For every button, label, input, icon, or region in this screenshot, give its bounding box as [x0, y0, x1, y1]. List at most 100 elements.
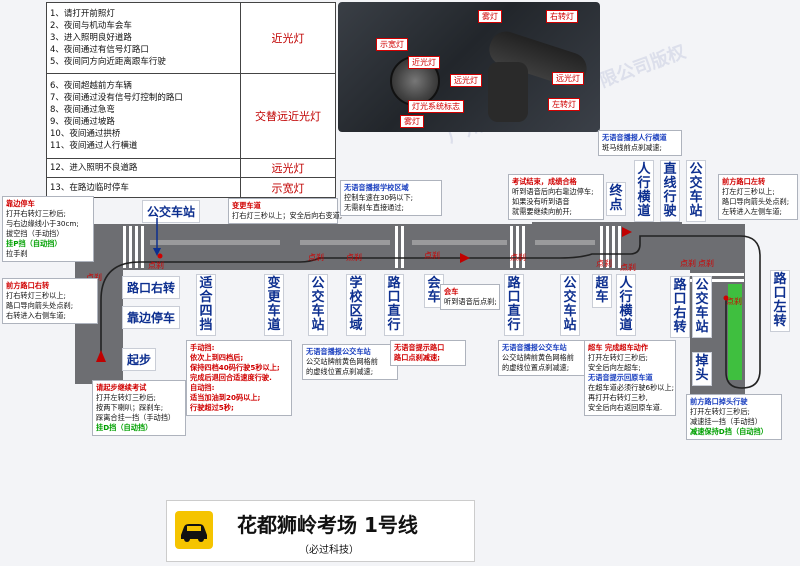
page-title: 花都狮岭考场 1号线	[237, 509, 418, 538]
note-line: 打左灯三秒以上;	[722, 187, 794, 197]
label-start: 起步	[122, 348, 156, 371]
label-bus-stop-2: 公交车站	[308, 274, 328, 336]
note-title: 请起步继续考试	[96, 383, 182, 393]
note-title: 前方路口右转	[6, 281, 94, 291]
note-meet: 会车 听到语音后点刹;	[440, 284, 500, 310]
brake-point: 点刹	[620, 262, 636, 273]
note-left-turn: 前方路口左转 打左灯三秒以上; 路口导向箭头处点刹; 左转进入左侧车道;	[718, 174, 798, 220]
brake-point: 点刹	[424, 250, 440, 261]
label-end: 终点	[606, 182, 626, 216]
note-line: 路口点刹减速;	[394, 353, 462, 363]
note-line: 听到语音后向右靠边停车;	[512, 187, 600, 197]
label-right-turn-1: 路口右转	[122, 276, 180, 299]
page-subtitle: （必过科技）	[299, 541, 359, 556]
note-crosswalk: 无语音播报人行横道 斑马线前点刹减速;	[598, 130, 682, 156]
note-line: 无需刹车直接通过;	[344, 203, 438, 213]
note-line: 完成后退回合适速度行驶.	[190, 373, 288, 383]
note-title: 前方路口左转	[722, 177, 794, 187]
note-line: 公交站牌前黄色网格前	[502, 353, 588, 363]
brake-point: 点刹	[308, 252, 324, 263]
label-overtake: 超车	[592, 274, 612, 308]
note-line: 依次上到四档后;	[190, 353, 288, 363]
brake-point: 点刹	[680, 258, 696, 269]
note-line: 公交站牌前黄色网格前	[306, 357, 394, 367]
note-line: 安全后向右返回原车道.	[588, 403, 672, 413]
label-straight-drive: 直线行驶	[660, 160, 680, 222]
note-line: 自动挡:	[190, 383, 288, 393]
note-line: 路口导向箭头处点刹;	[6, 301, 94, 311]
note-school: 无语音播报学校区域 控制车速在30码以下; 无需刹车直接通过;	[340, 180, 442, 216]
note-line: 打开右转灯三秒后;	[6, 209, 90, 219]
car-icon	[175, 511, 213, 549]
note-line: 斑马线前点刹减速;	[602, 143, 678, 153]
label-crosswalk-2: 人行横道	[634, 160, 654, 222]
note-bus-a: 无语音播报公交车站 公交站牌前黄色网格前 的虚线位置点刹减速;	[302, 344, 398, 380]
note-line: 打开左转灯三秒后;	[690, 407, 778, 417]
note-overtake: 超车 完成超车动作 打开左转灯三秒后; 安全后向左超车; 无语音提示回原车道 在…	[584, 340, 676, 416]
note-line: 就需要继续向前开;	[512, 207, 600, 217]
note-line: 行驶超过5秒;	[190, 403, 288, 413]
brake-point: 点刹	[148, 260, 164, 271]
label-lane-change: 变更车道	[264, 274, 284, 336]
note-line: 安全后向左超车;	[588, 363, 672, 373]
note-line: 适当加油到20码以上;	[190, 393, 288, 403]
note-line: 如果没有听到语音	[512, 197, 600, 207]
note-line: 挂D挡（自动挡）	[96, 423, 182, 433]
label-school-zone: 学校区域	[346, 274, 366, 336]
note-title: 无语音提示路口	[394, 343, 462, 353]
pointer-line-icon	[152, 218, 162, 256]
label-bus-stop-3: 公交车站	[560, 274, 580, 336]
note-line: 打右灯三秒以上；安全后向右变道;	[232, 211, 334, 221]
note-line: 听到语音后点刹;	[444, 297, 496, 307]
brake-point: 点刹	[596, 258, 612, 269]
note-lane-change: 变更车道 打右灯三秒以上；安全后向右变道;	[228, 198, 338, 224]
note-line: 减速挂一挡（手动挡）	[690, 417, 778, 427]
brake-point: 点刹	[726, 296, 742, 307]
note-line: 无语音提示回原车道	[588, 373, 672, 383]
note-start: 请起步继续考试 打开左转灯三秒后; 按两下喇叭；踩刹车; 踩离合挂一挡（手动挡）…	[92, 380, 186, 436]
note-line: 路口导向箭头处点刹;	[722, 197, 794, 207]
note-line: 拔空挡（手动挡）	[6, 229, 90, 239]
note-line: 拉手刹	[6, 249, 90, 259]
label-bus-stop-4: 公交车站	[686, 160, 706, 222]
note-title: 无语音播报人行横道	[602, 133, 678, 143]
note-line: 左转进入左侧车道;	[722, 207, 794, 217]
note-title: 考试结束，成绩合格	[512, 177, 600, 187]
label-bus-stop-1: 公交车站	[142, 200, 200, 223]
label-bus-stop-5: 公交车站	[692, 276, 712, 338]
label-gear-four: 适合四挡	[196, 274, 216, 336]
label-left-turn: 路口左转	[770, 270, 790, 332]
note-line: 踩离合挂一挡（手动挡）	[96, 413, 182, 423]
note-line: 的虚线位置点刹减速;	[502, 363, 588, 373]
brake-point: 点刹	[346, 252, 362, 263]
label-right-turn-2: 路口右转	[670, 276, 690, 338]
note-title: 靠边停车	[6, 199, 90, 209]
note-title: 无语音播报公交车站	[502, 343, 588, 353]
label-crosswalk-1: 人行横道	[616, 274, 636, 336]
note-right-turn: 前方路口右转 打右转灯三秒以上; 路口导向箭头处点刹; 右转进入右侧车道;	[2, 278, 98, 324]
label-straight-1: 路口直行	[384, 274, 404, 336]
note-straight: 无语音提示路口 路口点刹减速;	[390, 340, 466, 366]
note-pullover: 靠边停车 打开右转灯三秒后; 与右边缘线小于30cm; 拔空挡（手动挡） 挂P挡…	[2, 196, 94, 262]
note-title: 手动挡:	[190, 343, 288, 353]
note-line: 保持四档40码行驶5秒以上;	[190, 363, 288, 373]
note-uturn: 前方路口掉头行驶 打开左转灯三秒后; 减速挂一挡（手动挡） 减速保持D挡（自动挡…	[686, 394, 782, 440]
brake-point: 点刹	[698, 258, 714, 269]
label-pullover: 靠边停车	[122, 306, 180, 329]
note-line: 打开左转灯三秒后;	[588, 353, 672, 363]
note-line: 与右边缘线小于30cm;	[6, 219, 90, 229]
note-line: 减速保持D挡（自动挡）	[690, 427, 778, 437]
note-line: 打右转灯三秒以上;	[6, 291, 94, 301]
note-title: 无语音播报学校区域	[344, 183, 438, 193]
note-finish: 考试结束，成绩合格 听到语音后向右靠边停车; 如果没有听到语音 就需要继续向前开…	[508, 174, 604, 220]
brake-point: 点刹	[510, 252, 526, 263]
note-line: 再打开右转灯三秒,	[588, 393, 672, 403]
note-line: 按两下喇叭；踩刹车;	[96, 403, 182, 413]
note-title: 会车	[444, 287, 496, 297]
note-line: 右转进入右侧车道;	[6, 311, 94, 321]
note-title: 超车 完成超车动作	[588, 343, 672, 353]
note-bus-b: 无语音播报公交车站 公交站牌前黄色网格前 的虚线位置点刹减速;	[498, 340, 592, 376]
note-title: 变更车道	[232, 201, 334, 211]
note-line: 挂P挡（自动挡）	[6, 239, 90, 249]
note-gear: 手动挡: 依次上到四档后; 保持四档40码行驶5秒以上; 完成后退回合适速度行驶…	[186, 340, 292, 416]
